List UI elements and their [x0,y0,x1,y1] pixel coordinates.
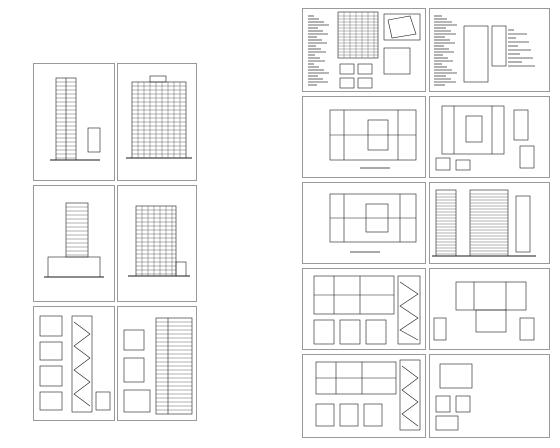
notes-text-R2 [463,25,507,83]
plan-stair-R7 [313,275,421,345]
sheet-R9 [302,354,426,438]
floor-plan-R3 [329,109,417,169]
plan-stair-R9 [315,359,421,431]
details-L5 [39,315,111,413]
tower-elevation-L4 [128,205,190,277]
sheet-R8 [429,268,550,350]
floor-plan-R8 [433,281,535,341]
tower-elevation-L1 [50,77,101,161]
sheet-R7 [302,268,426,350]
tower-elevation-L3 [44,202,104,278]
sheet-L3 [33,185,115,302]
sheet-R3 [302,96,426,178]
sheet-L4 [117,185,197,302]
floor-plan-R4 [435,105,535,171]
tower-elevation-R6 [432,189,536,257]
sheet-R4 [429,96,550,178]
sheet-L5 [33,306,115,421]
floor-plan-R5 [329,193,417,253]
floor-plan-R10 [435,363,473,431]
notes-table-R1 [337,11,421,89]
tower-elevation-L2 [126,75,192,159]
sheet-R5 [302,182,426,264]
